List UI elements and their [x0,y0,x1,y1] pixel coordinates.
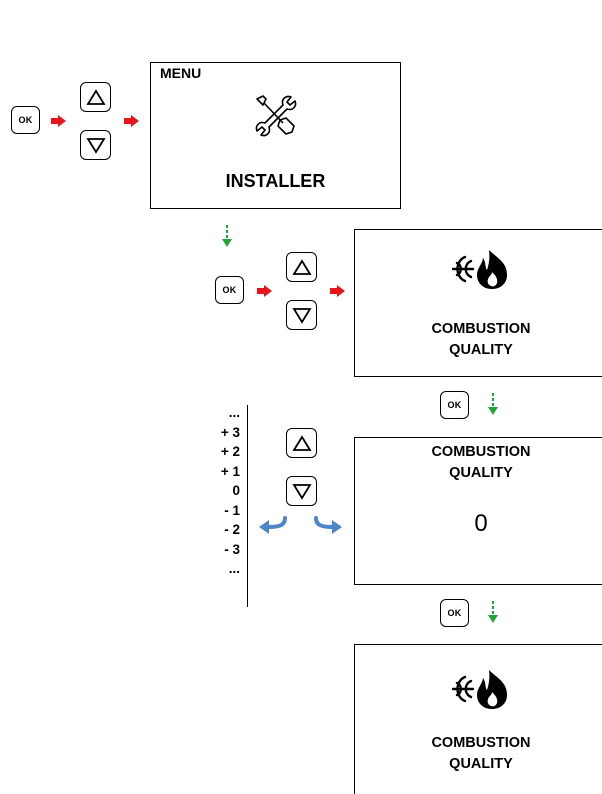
scale-item: ... [228,405,240,420]
triangle-down-icon [85,137,106,154]
fan-flame-icon [451,670,507,709]
combustion-label-line2: QUALITY [449,465,513,481]
ok-button[interactable]: OK [215,276,244,304]
combustion-label-line1: COMBUSTION [431,735,531,751]
ok-button[interactable]: OK [440,391,469,419]
tools-icon [255,95,297,137]
combustion-label-line2: QUALITY [449,342,513,358]
ok-button[interactable]: OK [11,106,40,134]
red-arrow-icon [124,115,139,127]
menu-title: MENU [160,65,202,81]
green-dashed-arrow-icon [222,225,232,247]
value-scale: ... + 3 + 2 + 1 0 - 1 - 2 - 3 ... [196,403,240,579]
triangle-down-icon [291,483,312,500]
scale-divider [247,405,248,607]
red-arrow-icon [330,285,345,297]
scale-item: + 3 [220,424,240,440]
blue-curved-arrow-right-icon [314,516,342,534]
scale-item: ... [228,561,240,576]
scale-item: - 3 [224,541,240,557]
menu-panel: MENU INSTALLER [150,62,401,209]
triangle-up-icon [85,88,106,105]
triangle-up-icon [291,434,312,451]
ok-button[interactable]: OK [440,599,469,627]
down-button[interactable] [286,476,317,506]
scale-item: - 1 [224,502,240,518]
red-arrow-icon [257,285,272,297]
red-arrow-icon [51,115,66,127]
combustion-label-line1: COMBUSTION [431,444,531,460]
triangle-up-icon [291,258,312,275]
triangle-down-icon [291,307,312,324]
up-button[interactable] [286,428,317,458]
scale-item: + 2 [220,444,240,459]
combustion-quality-panel: COMBUSTION QUALITY [354,229,602,377]
combustion-label-line2: QUALITY [449,756,513,772]
combustion-quality-value-panel: COMBUSTION QUALITY 0 [354,437,602,585]
fan-flame-icon [451,250,507,289]
down-button[interactable] [80,130,111,160]
combustion-quality-panel-final: COMBUSTION QUALITY [354,644,602,794]
blue-curved-arrow-left-icon [259,516,287,534]
menu-label: INSTALLER [225,171,326,191]
down-button[interactable] [286,300,317,330]
green-dashed-arrow-icon [488,601,498,623]
scale-item: 0 [232,483,240,498]
up-button[interactable] [80,82,111,112]
combustion-label-line1: COMBUSTION [431,321,531,337]
combustion-value: 0 [474,510,488,537]
scale-item: + 1 [220,463,240,479]
scale-item: - 2 [224,522,240,537]
up-button[interactable] [286,252,317,282]
green-dashed-arrow-icon [488,393,498,415]
